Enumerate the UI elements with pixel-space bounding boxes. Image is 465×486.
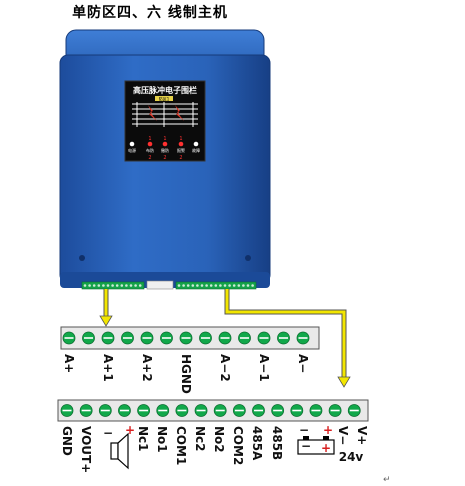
indicator-label: 撤防	[161, 147, 169, 153]
mini-label-plate	[155, 96, 173, 101]
terminal-label-2: A+2	[140, 354, 154, 382]
device-terminal-right	[175, 281, 257, 290]
led-indicator-icon	[193, 141, 199, 147]
lower-terminal-block	[57, 399, 369, 422]
led-indicator-icon	[178, 141, 184, 147]
terminal-label-4: COM1	[174, 426, 188, 465]
speaker-icon	[110, 432, 129, 470]
mini-screw-icon	[246, 284, 250, 287]
mini-screw-icon	[102, 284, 105, 287]
control-panel: 高压脉冲电子围栏 防区1 1 1 1	[124, 80, 206, 162]
wires	[99, 289, 351, 388]
battery-plus-top: +	[323, 423, 333, 437]
terminal-label-3: No1	[155, 426, 169, 453]
zone-number: 2	[163, 155, 166, 161]
terminal-label-6: A−	[296, 354, 310, 373]
zone-number: 1	[179, 136, 182, 142]
terminal-label-6: No2	[212, 426, 226, 453]
mini-screw-icon	[129, 284, 133, 287]
dip-switch	[146, 280, 174, 290]
mini-screw-icon	[120, 284, 124, 287]
mini-screw-icon	[196, 284, 199, 287]
mini-screw-icon	[205, 284, 208, 287]
terminal-label-3: HGND	[179, 354, 193, 394]
mini-label: 防区1	[159, 96, 170, 102]
footnote-mark: ↵	[383, 475, 391, 485]
battery-voltage-label: 24v	[339, 450, 364, 464]
indicator-label: 报警	[177, 147, 185, 153]
indicator-label: 故障	[192, 147, 200, 153]
terminal-label-1: A+1	[101, 354, 115, 382]
terminal-label-11: V+	[355, 426, 369, 445]
mini-screw-icon	[92, 284, 96, 287]
mini-screw-icon	[251, 284, 254, 287]
mini-screw-icon	[134, 284, 137, 287]
panel-frame	[124, 80, 206, 162]
lightning-icon	[148, 105, 157, 121]
speaker-plus: +	[125, 423, 135, 437]
terminal-label-0: GND	[60, 426, 74, 456]
led-indicator-icon	[129, 141, 135, 147]
terminal-label-7: COM2	[231, 426, 245, 465]
terminal-label-10: V−	[336, 426, 350, 445]
upper-terminal-labels: A+ A+1 A+2 HGND A−2 A−1 A−	[62, 354, 310, 394]
mini-screw-icon	[200, 284, 204, 287]
mini-screw-icon	[237, 284, 241, 287]
diagram-title: 单防区四、六 线制主机	[72, 5, 228, 21]
terminal-label-8: 485A	[250, 426, 264, 461]
mini-screw-icon	[214, 284, 218, 287]
mini-screw-icon	[209, 284, 213, 287]
screw-icon	[245, 255, 251, 261]
mini-screw-icon	[242, 284, 245, 287]
mini-screw-icon	[232, 284, 236, 287]
indicator-label: 布防	[146, 147, 154, 153]
mini-screw-icon	[223, 284, 227, 287]
screw-icon	[79, 255, 85, 261]
mini-screw-icon	[125, 284, 128, 287]
mini-screw-icon	[228, 284, 231, 287]
mini-screw-icon	[186, 284, 190, 287]
terminal-label-5: A−1	[257, 354, 271, 382]
zone-number: 1	[148, 136, 151, 142]
terminal-label-0: A+	[62, 354, 76, 373]
battery-minus-top: −	[299, 423, 309, 437]
mini-screw-icon	[191, 284, 195, 287]
mini-screw-icon	[182, 284, 185, 287]
mini-screw-icon	[106, 284, 110, 287]
main-unit: 高压脉冲电子围栏 防区1 1 1 1	[59, 29, 271, 290]
zone-number: 2	[148, 155, 151, 161]
lightning-icon	[175, 105, 184, 121]
mini-screw-icon	[115, 284, 119, 287]
mini-screw-icon	[219, 284, 222, 287]
indicator-label: 电源	[128, 147, 136, 153]
terminal-label-9: 485B	[270, 426, 284, 460]
panel-title: 高压脉冲电子围栏	[133, 85, 197, 95]
mini-screw-icon	[97, 284, 101, 287]
zone-number: 1	[163, 136, 166, 142]
terminal-label-2: Nc1	[136, 426, 150, 452]
terminal-label-1: VOUT+	[79, 426, 93, 473]
led-indicator-icon	[147, 141, 153, 147]
mini-screw-icon	[83, 284, 87, 287]
battery-icon	[297, 436, 335, 455]
arrow-down-icon	[337, 376, 351, 388]
battery-plus: +	[321, 441, 331, 455]
zone-number: 2	[179, 155, 182, 161]
fence-lines	[132, 102, 198, 127]
led-indicator-icon	[162, 141, 168, 147]
battery-minus: −	[301, 439, 311, 453]
terminal-label-4: A−2	[218, 354, 232, 382]
arrow-down-icon	[99, 315, 113, 327]
speaker-minus: −	[103, 426, 113, 440]
terminal-label-5: Nc2	[193, 426, 207, 452]
mini-screw-icon	[88, 284, 91, 287]
upper-terminal-block	[60, 326, 320, 350]
mini-screw-icon	[177, 284, 181, 287]
mini-screw-icon	[111, 284, 114, 287]
lower-terminal-labels: GND VOUT+ Nc1 No1 COM1 Nc2 No2 COM2 485A 485B V− V+	[60, 426, 369, 473]
mini-screw-icon	[138, 284, 142, 287]
device-terminal-left	[81, 281, 145, 290]
